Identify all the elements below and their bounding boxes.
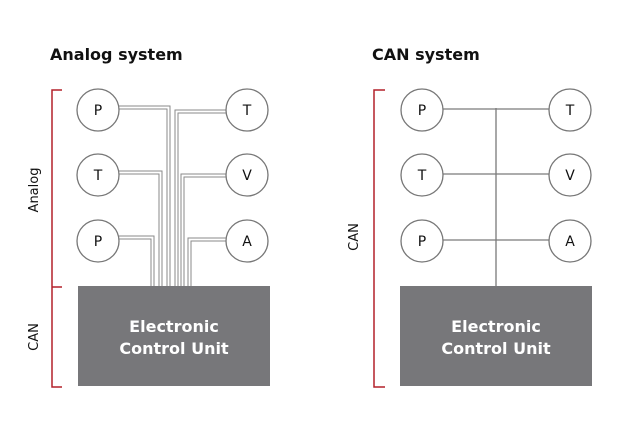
ecu-box bbox=[400, 286, 592, 386]
wire bbox=[190, 240, 226, 286]
can-bracket: CAN bbox=[347, 89, 385, 388]
node-label: P bbox=[94, 103, 102, 119]
sensor-node: A bbox=[548, 219, 592, 263]
node-circle bbox=[400, 88, 444, 132]
analog-wires bbox=[119, 105, 226, 286]
node-circle bbox=[225, 219, 269, 263]
analog-nodes: P T P T V A bbox=[76, 88, 269, 263]
analog-bracket: Analog CAN bbox=[27, 89, 62, 388]
wire-pair bbox=[187, 237, 226, 286]
node-label: P bbox=[94, 234, 102, 250]
wire bbox=[183, 176, 226, 286]
wire-pair bbox=[119, 235, 155, 286]
node-circle bbox=[400, 153, 444, 197]
analog-panel: Analog system Analog CAN Electronic Cont… bbox=[27, 45, 270, 388]
node-label: P bbox=[418, 103, 426, 119]
wire bbox=[119, 108, 168, 286]
wire-pair bbox=[180, 173, 226, 286]
wire-pair bbox=[174, 109, 226, 286]
analog-bracket-label: Analog bbox=[27, 168, 42, 213]
can-bracket-label: CAN bbox=[347, 223, 362, 251]
wire bbox=[119, 238, 152, 286]
node-label: A bbox=[565, 234, 575, 250]
sensor-node: T bbox=[400, 153, 444, 197]
ecu-box bbox=[78, 286, 270, 386]
sensor-node: P bbox=[76, 219, 120, 263]
node-circle bbox=[225, 88, 269, 132]
node-circle bbox=[76, 219, 120, 263]
wire bbox=[177, 112, 226, 286]
ecu-label-line2: Control Unit bbox=[441, 339, 551, 358]
analog-title: Analog system bbox=[50, 45, 183, 64]
ecu-label-line1: Electronic bbox=[451, 317, 541, 336]
sensor-node: P bbox=[76, 88, 120, 132]
node-circle bbox=[76, 88, 120, 132]
sensor-node: V bbox=[225, 153, 269, 197]
wire bbox=[180, 173, 226, 286]
node-circle bbox=[76, 153, 120, 197]
sensor-node: A bbox=[225, 219, 269, 263]
sensor-node: P bbox=[400, 219, 444, 263]
node-circle bbox=[400, 219, 444, 263]
node-circle bbox=[548, 153, 592, 197]
can-nodes: P T P T V A bbox=[400, 88, 592, 263]
node-label: V bbox=[242, 168, 252, 184]
sensor-node: T bbox=[548, 88, 592, 132]
node-label: A bbox=[242, 234, 252, 250]
node-label: T bbox=[417, 168, 427, 184]
node-label: T bbox=[242, 103, 252, 119]
can-title: CAN system bbox=[372, 45, 480, 64]
node-label: T bbox=[93, 168, 103, 184]
wire-pair bbox=[119, 105, 171, 286]
node-circle bbox=[548, 88, 592, 132]
wire bbox=[119, 235, 155, 286]
wire bbox=[187, 237, 226, 286]
wire bbox=[119, 173, 160, 286]
can-bus bbox=[443, 108, 549, 286]
bracket-line bbox=[373, 89, 385, 388]
ecu-label-line1: Electronic bbox=[129, 317, 219, 336]
ecu-label-line2: Control Unit bbox=[119, 339, 229, 358]
sensor-node: P bbox=[400, 88, 444, 132]
can-bracket-label: CAN bbox=[27, 323, 42, 351]
node-label: V bbox=[565, 168, 575, 184]
node-circle bbox=[225, 153, 269, 197]
sensor-node: T bbox=[225, 88, 269, 132]
node-circle bbox=[548, 219, 592, 263]
node-label: T bbox=[565, 103, 575, 119]
sensor-node: T bbox=[76, 153, 120, 197]
bracket-line bbox=[51, 89, 62, 388]
sensor-node: V bbox=[548, 153, 592, 197]
node-label: P bbox=[418, 234, 426, 250]
wire bbox=[174, 109, 226, 286]
can-panel: CAN system CAN Electronic Control Unit P… bbox=[347, 45, 592, 388]
wire-pair bbox=[119, 170, 163, 286]
wire bbox=[119, 170, 163, 286]
wire bbox=[119, 105, 171, 286]
